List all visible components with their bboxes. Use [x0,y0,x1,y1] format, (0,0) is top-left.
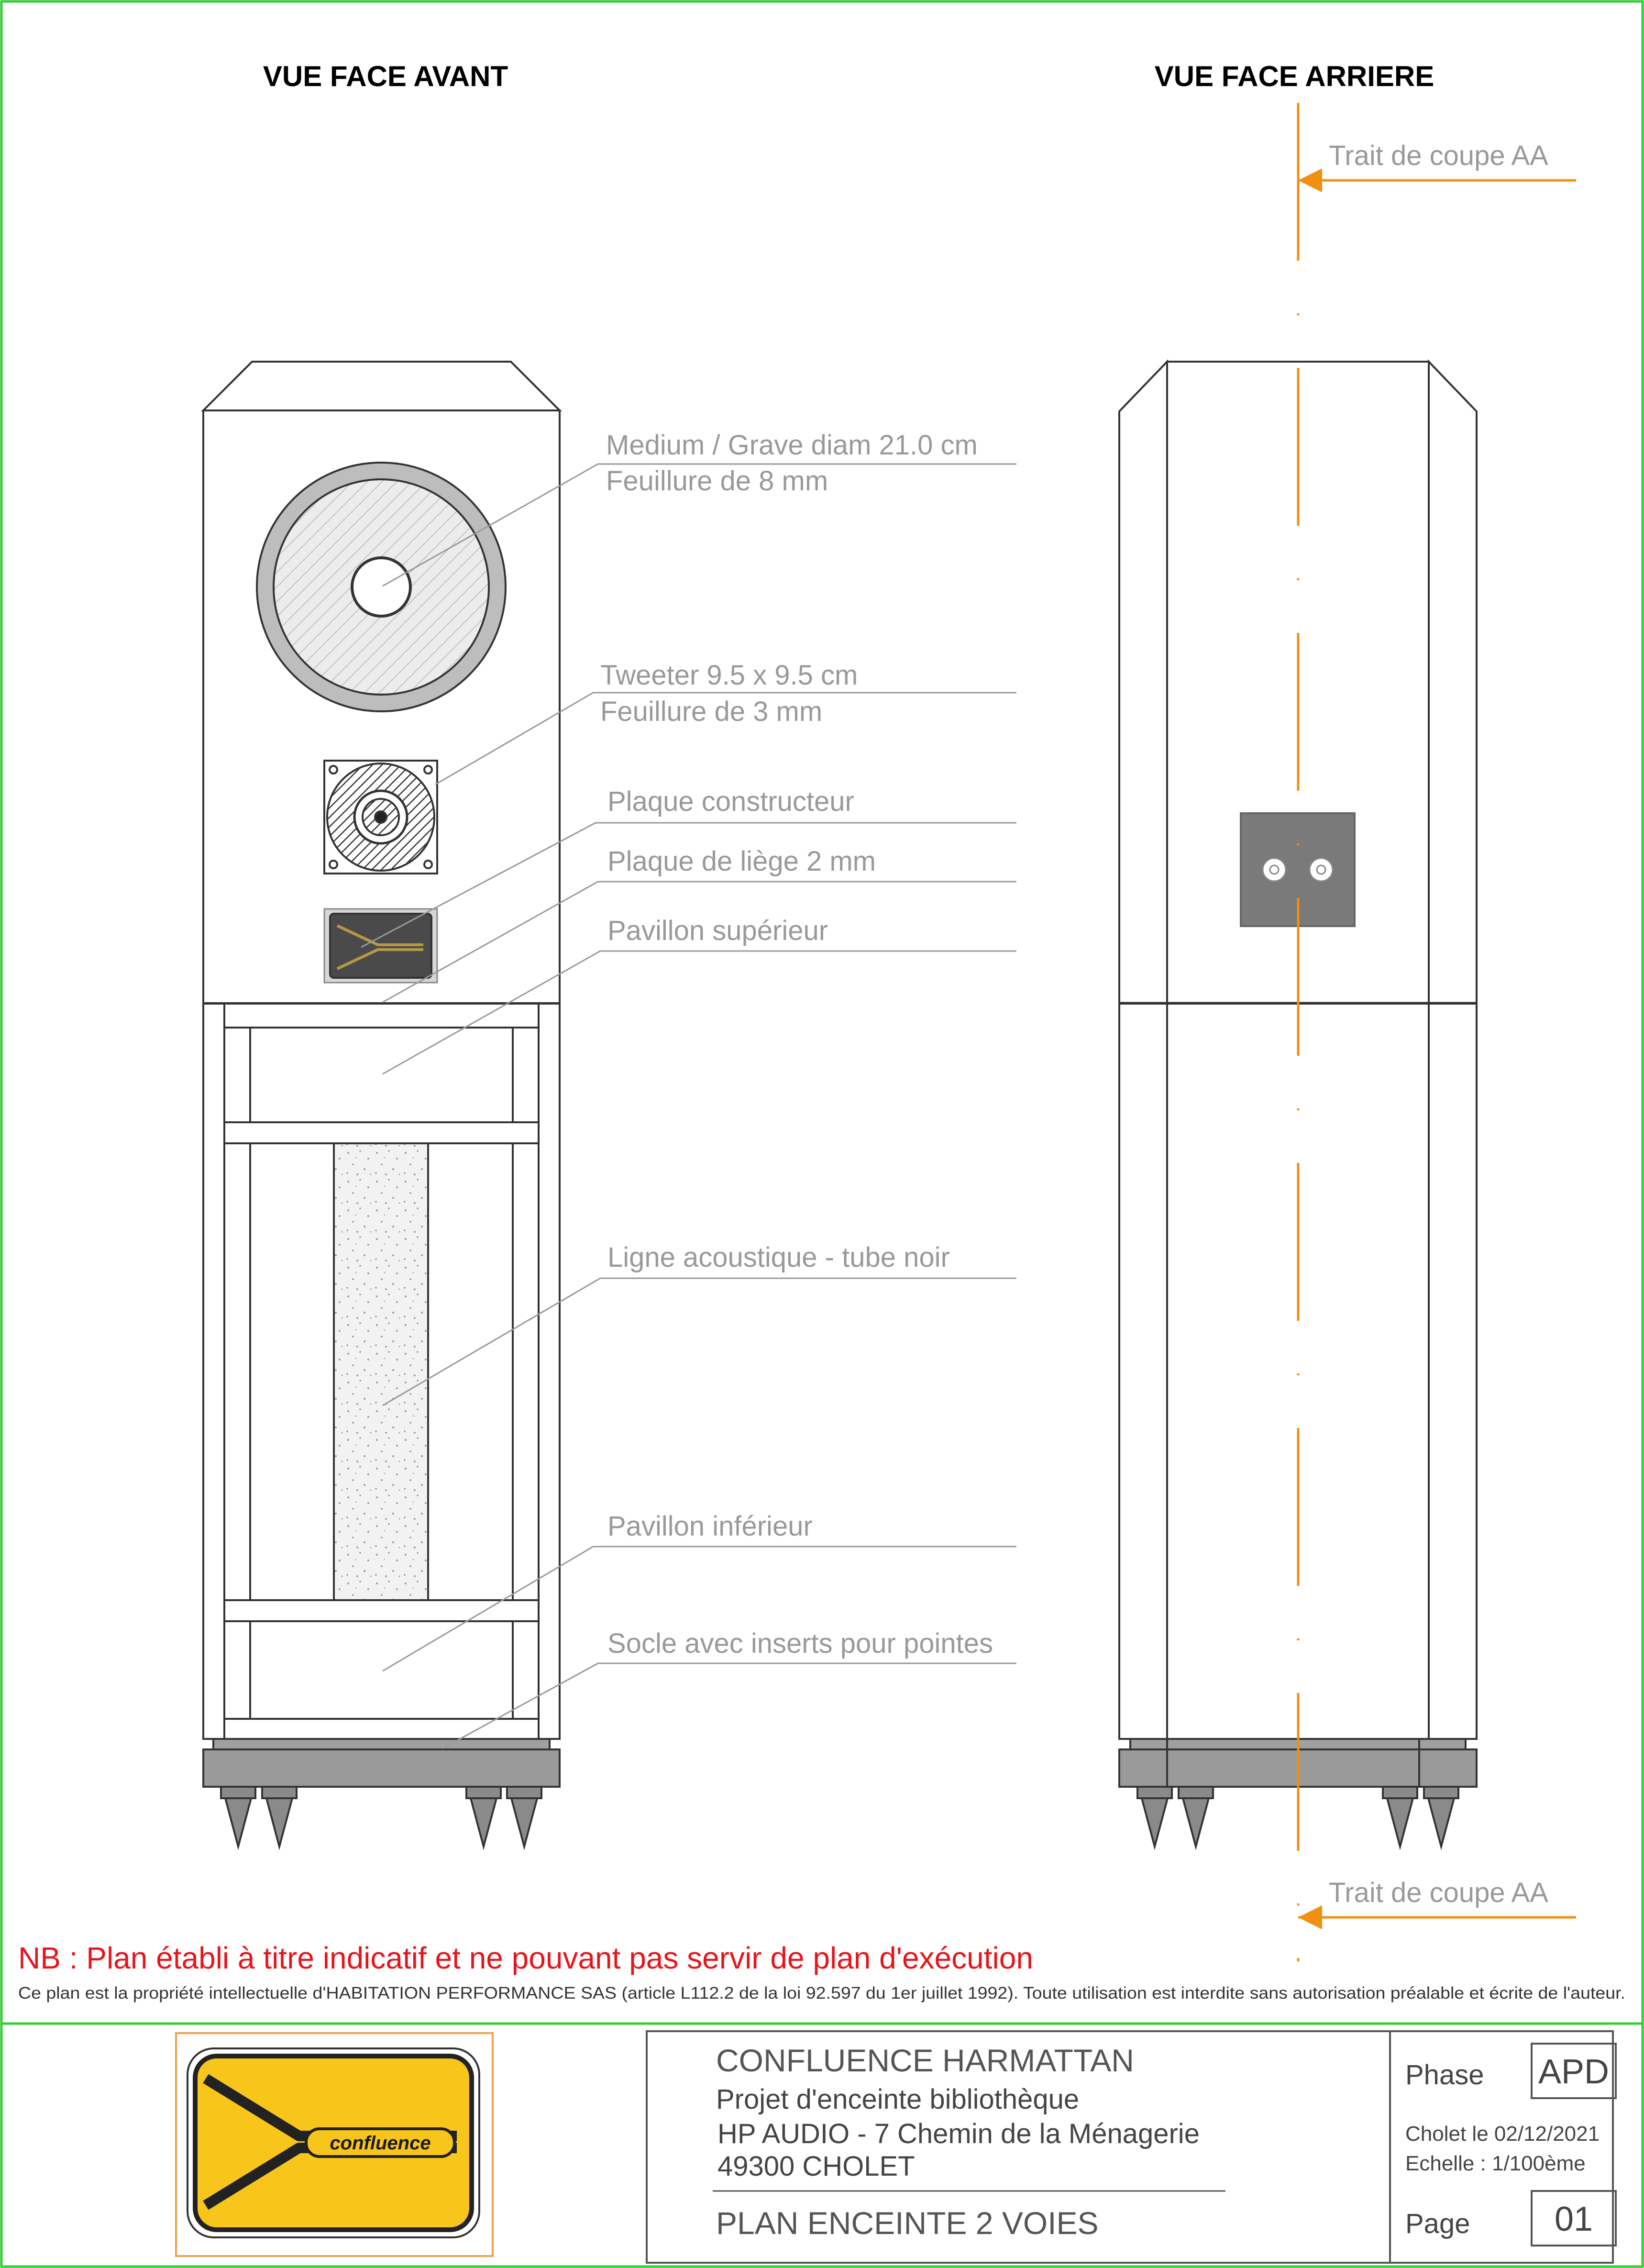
binding-post-right [1309,857,1334,882]
front-view-speaker [201,361,562,1850]
callout-lower-horn: Pavillon inférieur [607,1511,813,1542]
section-label-top: Trait de coupe AA [1329,140,1548,171]
rear-view-title: VUE FACE ARRIERE [1155,60,1434,92]
rear-cabinet-left-chamfer [1118,359,1168,1005]
project-name: CONFLUENCE HARMATTAN [716,2043,1134,2078]
phase-label: Phase [1405,2059,1484,2091]
acoustic-line-tube [333,1142,429,1601]
plan-title: PLAN ENCEINTE 2 VOIES [716,2205,1099,2241]
callout-woofer-line2: Feuillure de 8 mm [606,465,828,497]
phase-box [1531,2043,1617,2099]
front-plinth [202,1748,561,1788]
date-line: Cholet le 02/12/2021 [1405,2122,1600,2146]
tweeter-screw [423,860,433,869]
project-line-2: HP AUDIO - 7 Chemin de la Ménagerie [717,2118,1200,2149]
callout-tweeter-line1: Tweeter 9.5 x 9.5 cm [600,660,858,691]
front-spikes [220,1786,542,1850]
logo-wordmark: confluence [330,2133,430,2154]
binding-post-left [1262,857,1287,882]
tweeter-screw [329,765,338,774]
callout-upper-horn: Pavillon supérieur [607,915,828,946]
maker-plate-logo [336,924,423,970]
front-view-title: VUE FACE AVANT [263,60,508,92]
binding-post-right-hole [1316,864,1326,875]
rear-lower-right-side [1428,1003,1478,1740]
callout-leaders [361,463,1016,1749]
tweeter-center [374,810,387,824]
stand-top-rail [223,1003,540,1029]
binding-post-left-hole [1269,864,1280,875]
page-value: 01 [1555,2200,1593,2238]
upper-horn-chamber [249,1027,514,1123]
rear-lower-panel [1166,1003,1430,1740]
callout-acoustic-line: Ligne acoustique - tube noir [607,1242,950,1273]
front-plinth-cap [212,1738,551,1750]
woofer-dustcap [351,556,412,618]
section-line-aa [1297,103,1576,1961]
callout-woofer-line1: Medium / Grave diam 21.0 cm [606,430,978,461]
lower-cross-rail [223,1599,540,1622]
rear-view-speaker [1118,359,1478,1850]
stand-bottom-rail [223,1718,540,1740]
page-label: Page [1405,2208,1470,2239]
callout-tweeter-line2: Feuillure de 3 mm [600,696,822,727]
section-arrow-bottom [1298,1905,1322,1929]
upper-cross-rail [223,1121,540,1144]
scale-line: Echelle : 1/100ème [1405,2152,1586,2175]
project-line-3: 49300 CHOLET [717,2151,915,2182]
section-label-bottom: Trait de coupe AA [1329,1877,1548,1908]
rear-spikes [1136,1786,1459,1850]
callout-maker-plate: Plaque constructeur [607,786,854,817]
logo-box [175,2032,494,2257]
page-box [1531,2190,1617,2246]
title-block-frame [646,2030,1614,2264]
section-arrow-top [1298,168,1322,192]
rear-cabinet-right-chamfer [1428,359,1478,1005]
callout-plinth: Socle avec inserts pour pointes [607,1628,993,1659]
callout-cork-plate: Plaque de liège 2 mm [607,846,876,877]
stand-right-outer-post [538,1003,561,1740]
ownership-notice: Ce plan est la propriété intellectuelle … [18,1984,1625,2002]
stand-left-outer-post [202,1003,225,1740]
rear-lower-left-side [1118,1003,1168,1740]
nb-warning: NB : Plan établi à titre indicatif et ne… [18,1941,1033,1975]
lower-horn-chamber [249,1620,514,1720]
phase-value: APD [1538,2053,1609,2091]
front-cabinet-top [201,361,562,411]
tweeter-screw [329,860,338,869]
project-line-1: Projet d'enceinte bibliothèque [716,2084,1079,2115]
tweeter-screw [423,765,433,774]
